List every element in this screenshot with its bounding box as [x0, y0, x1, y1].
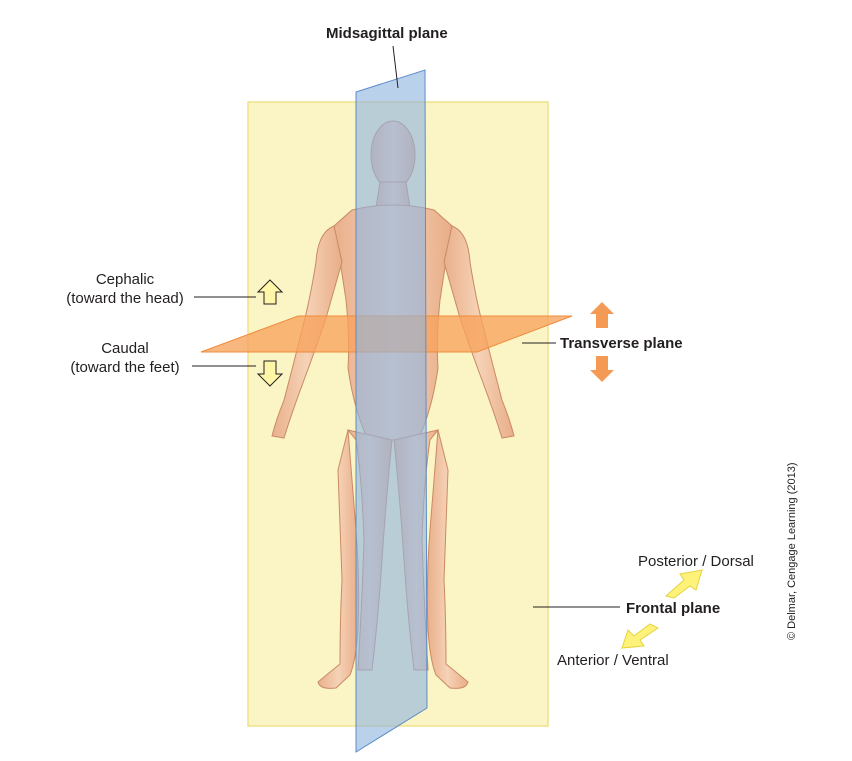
transverse-up-arrow-icon — [590, 302, 614, 328]
cephalic-sublabel: (toward the head) — [66, 290, 184, 307]
transverse-down-arrow-icon — [590, 356, 614, 382]
frontal-label: Frontal plane — [626, 600, 721, 617]
cephalic-up-arrow-icon — [256, 279, 284, 305]
transverse-label: Transverse plane — [560, 335, 683, 352]
cephalic-label: Cephalic — [95, 271, 155, 288]
anterior-arrow-icon — [621, 623, 659, 649]
caudal-sublabel: (toward the feet) — [70, 359, 180, 376]
midsagittal-label: Midsagittal plane — [326, 25, 448, 42]
anterior-label: Anterior / Ventral — [557, 652, 669, 669]
caudal-down-arrow-icon — [256, 360, 284, 387]
midsagittal-leader — [392, 45, 399, 89]
caudal-label: Caudal — [101, 340, 149, 357]
posterior-arrow-icon — [664, 569, 703, 599]
posterior-label: Posterior / Dorsal — [638, 553, 754, 570]
midsagittal-plane — [355, 69, 428, 753]
copyright-notice: © Delmar, Cengage Learning (2013) — [786, 462, 798, 641]
